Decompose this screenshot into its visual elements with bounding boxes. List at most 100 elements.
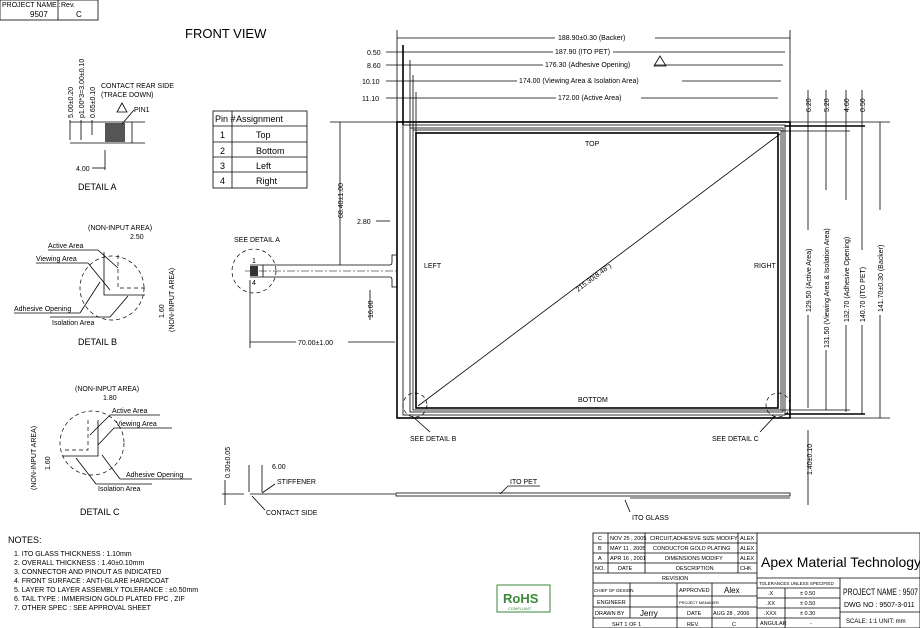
detail-b-text: Active Area	[48, 243, 84, 250]
right-dimensions: 129.50 (Active Area) 131.50 (Viewing Are…	[781, 90, 890, 419]
detail-a-dim: 5.00±0.20	[68, 87, 75, 118]
company-name: Apex Material Technology Corp.	[761, 554, 920, 570]
drawing-number: DWG NO : 9507-3-011	[844, 602, 915, 609]
detail-c-text: Viewing Area	[116, 421, 157, 428]
detail-b-text: 1.60	[159, 304, 166, 318]
tolerance-header: TOLERANCES UNLESS SPECIFIED	[759, 581, 834, 586]
pin-header: Pin #	[215, 114, 236, 124]
note-item: 2. OVERALL THICKNESS : 1.40±0.10mm	[14, 560, 144, 567]
rev-no: A	[598, 556, 602, 562]
page-title: FRONT VIEW	[185, 26, 267, 41]
detail-b-text: 2.50	[130, 234, 144, 241]
pin-table: Pin # Assignment 1 Top 2 Bottom 3 Left 4…	[212, 110, 308, 189]
rev-chk: ALEX	[740, 546, 754, 552]
see-detail-c: SEE DETAIL C	[712, 436, 759, 443]
rev-desc: CIRCUIT,ADHESIVE SIZE MODIFY	[650, 536, 738, 542]
notes-heading: NOTES:	[8, 535, 42, 545]
dim-offset: 4.60	[844, 98, 851, 112]
rev-desc: DIMENSIONS MODIFY	[665, 556, 723, 562]
assignment-cell: Right	[256, 176, 278, 186]
rev-label: REV.	[687, 622, 700, 628]
tol-key: .XX	[766, 601, 775, 607]
engineer-label: ENGINEER	[597, 600, 626, 606]
project-name: 9507	[30, 10, 48, 19]
detail-b-text: (NON-INPUT AREA)	[88, 225, 152, 232]
pin1-label: PIN1	[134, 107, 150, 114]
dim-tail-flare: 2.80	[357, 219, 371, 226]
detail-b-label: DETAIL B	[78, 337, 117, 347]
dim-offset: 10.10	[362, 79, 380, 86]
stiffener-label: STIFFENER	[277, 479, 316, 486]
touch-panel-front-view: TOP BOTTOM LEFT RIGHT 215.30(8.48") SEE …	[396, 121, 791, 443]
note-item: 1. ITO GLASS THICKNESS : 1.10mm	[14, 551, 132, 558]
contact-side-label: CONTACT SIDE	[266, 510, 318, 517]
rohs-sub: COMPLIANT	[508, 606, 532, 611]
assignment-cell: Top	[256, 130, 271, 140]
note-item: 4. FRONT SURFACE : ANTI-GLARE HARDCOAT	[14, 578, 170, 585]
rev-header-no: NO.	[595, 566, 605, 572]
title-block: C NOV 25 , 2005 CIRCUIT,ADHESIVE SIZE MO…	[592, 532, 920, 628]
pm-label: PROJECT MANAGER	[679, 600, 719, 605]
pin-cell: 2	[220, 146, 225, 156]
detail-c-text: (NON-INPUT AREA)	[31, 426, 38, 490]
rev-desc: CONDUCTOR GOLD PLATING	[653, 546, 730, 552]
pin-cell: 4	[220, 176, 225, 186]
note-item: 6. TAIL TYPE : IMMERSION GOLD PLATED FPC…	[14, 596, 185, 603]
rev-header-desc: DESCRIPTION	[676, 566, 714, 572]
note-item: 5. LAYER TO LAYER ASSEMBLY TOLERANCE : ±…	[14, 587, 198, 594]
revision-label: REVISION	[662, 576, 688, 582]
side-label-left: LEFT	[424, 263, 442, 270]
side-label-right: RIGHT	[754, 263, 777, 270]
ito-pet-label: ITO PET	[510, 479, 538, 486]
dim-offset: 0.50	[860, 98, 867, 112]
pin-cell: 3	[220, 161, 225, 171]
detail-a-dim: 4.00	[76, 166, 90, 173]
detail-a-dim: p1.00*3=3.00±0.10	[79, 59, 86, 118]
ito-glass-label: ITO GLASS	[632, 515, 669, 522]
assignment-header: Assignment	[236, 114, 284, 124]
detail-c-text: Active Area	[112, 408, 148, 415]
dim-offset: 8.60	[367, 63, 381, 70]
rev-date: MAY 11 , 2005	[610, 546, 645, 552]
pin-cell: 1	[220, 130, 225, 140]
fpc-tail: SEE DETAIL A 1 4 68.40±1.00 2.80 16.00 7…	[231, 121, 397, 348]
project-box: PROJECT NAME : 9507 Rev. C	[0, 0, 99, 21]
dim-offset: 11.10	[362, 96, 379, 103]
detail-c-text: 1.60	[45, 456, 52, 470]
rohs-text: RoHS	[503, 591, 539, 606]
detail-b-text: Isolation Area	[52, 320, 95, 327]
dim-adhesive-height: 132.70 (Adhesive Opening)	[844, 237, 851, 322]
detail-b-text: (NON-INPUT AREA)	[169, 268, 176, 332]
detail-a: 5.00±0.20 p1.00*3=3.00±0.10 0.65±0.10 CO…	[68, 59, 174, 192]
dim-offset: 0.50	[367, 50, 381, 57]
detail-c-text: Isolation Area	[98, 486, 141, 493]
detail-c-label: DETAIL C	[80, 507, 120, 517]
tol-key: .X	[768, 591, 774, 597]
drawn-value: Jerry	[640, 609, 658, 618]
detail-b-text: Adhesive Opening	[14, 306, 71, 313]
project-name-label: PROJECT NAME :	[2, 2, 61, 9]
side-label-top: TOP	[585, 141, 600, 148]
dim-adhesive-width: 176.30 (Adhesive Opening)	[545, 62, 630, 69]
sheet-label: SHT 1 OF 1	[612, 622, 641, 628]
see-detail-a: SEE DETAIL A	[234, 237, 280, 244]
rev-header-chk: CHK	[740, 566, 752, 572]
dim-tail-offset: 68.40±1.00	[338, 183, 345, 218]
approved-label: APPROVED	[679, 588, 710, 594]
scale-unit: SCALE: 1:1 UNIT: mm	[846, 619, 906, 625]
tol-value: ± 0.50	[800, 591, 815, 597]
tol-key: .XXX	[764, 611, 777, 617]
note-item: 7. OTHER SPEC : SEE APPROVAL SHEET	[14, 605, 152, 612]
top-dimensions: 188.90±0.30 (Backer) 187.90 (ITO PET) 17…	[362, 30, 791, 133]
dim-tail-length: 70.00±1.00	[298, 340, 333, 347]
rev-no: C	[598, 536, 602, 542]
note-item: 3. CONNECTOR AND PINOUT AS INDICATED	[14, 569, 161, 576]
rev-no: B	[598, 546, 602, 552]
detail-c-text: Adhesive Opening	[126, 472, 183, 479]
diagonal-dimension: 215.30(8.48")	[575, 263, 613, 294]
detail-c-text: (NON-INPUT AREA)	[75, 386, 139, 393]
dim-viewing-height: 131.50 (Viewing Area & Isolation Area)	[824, 228, 831, 348]
rev-chk: ALEX	[740, 536, 754, 542]
assignment-cell: Left	[256, 161, 272, 171]
